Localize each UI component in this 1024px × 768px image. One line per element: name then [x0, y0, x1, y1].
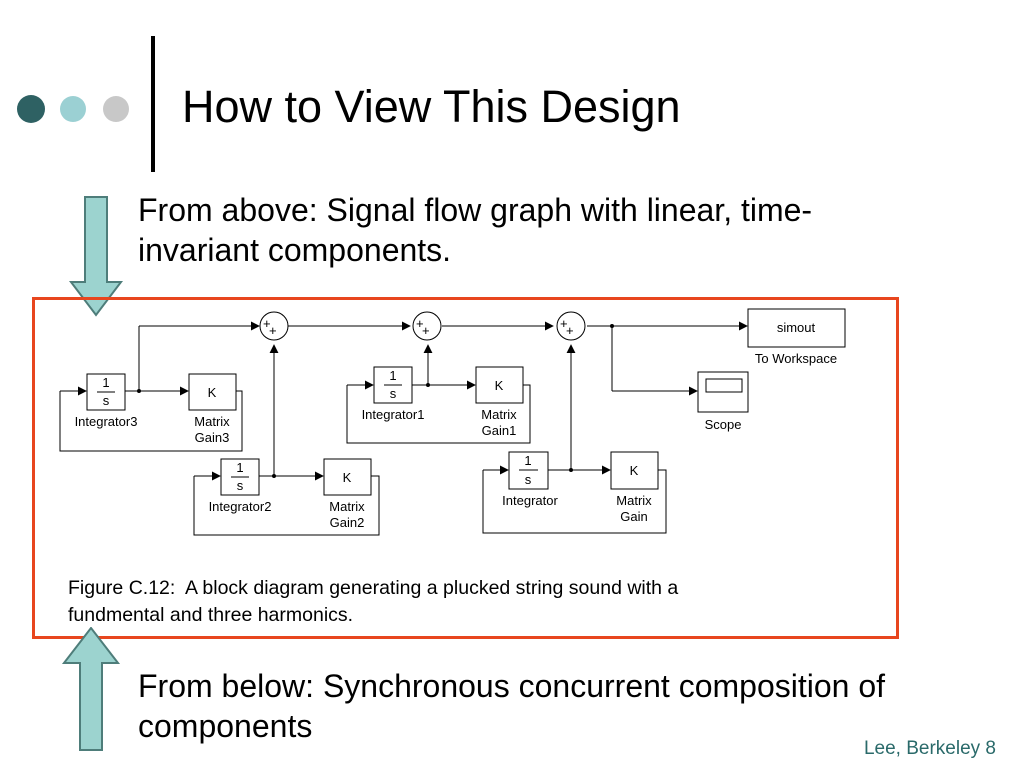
integrator3-den: s — [103, 393, 110, 408]
gain-symbol: K — [630, 463, 639, 478]
slide-footer: Lee, Berkeley 8 — [863, 738, 996, 759]
sum-sign: + — [566, 323, 574, 338]
scope-screen — [705, 378, 743, 393]
sum-junction-3 — [556, 311, 586, 341]
simout-label: To Workspace — [755, 351, 837, 366]
gain2-symbol: K — [343, 470, 352, 485]
gain3-label1: Matrix — [194, 414, 230, 429]
gain1-label1: Matrix — [481, 407, 517, 422]
gain1-block — [475, 366, 524, 404]
sum-sign: + — [263, 316, 271, 331]
scope-label: Scope — [705, 417, 742, 432]
integrator1-block — [373, 366, 413, 404]
integrator2-num: 1 — [236, 460, 243, 475]
caption-line-1: Figure C.12: A block diagram generating … — [68, 577, 679, 599]
simout-block — [747, 308, 846, 348]
sum-sign: + — [269, 323, 277, 338]
integrator-den: s — [525, 472, 532, 487]
slide-title: How to View This Design — [182, 81, 681, 132]
gain3-label2: Gain3 — [195, 430, 230, 445]
simout-name: simout — [777, 320, 816, 335]
gain2-block — [323, 458, 372, 496]
integrator2-label: Integrator2 — [209, 499, 272, 514]
integrator1-label: Integrator1 — [362, 407, 425, 422]
integrator2-block — [220, 458, 260, 496]
sum-sign: + — [560, 316, 568, 331]
text-from-above: From above: Signal flow graph with linea… — [138, 192, 813, 268]
gain-label1: Matrix — [616, 493, 652, 508]
title-divider — [151, 36, 155, 172]
sum-sign: + — [422, 323, 430, 338]
bullet-dot-light — [103, 96, 129, 122]
integrator-block — [508, 451, 549, 490]
scope-block — [697, 371, 749, 413]
text-from-below: From below: Synchronous concurrent compo… — [138, 668, 886, 744]
sum-junction-2 — [412, 311, 442, 341]
sum-junction-1 — [259, 311, 289, 341]
gain1-label2: Gain1 — [482, 423, 517, 438]
caption-line-2: fundmental and three harmonics. — [68, 604, 354, 626]
integrator3-label: Integrator3 — [75, 414, 138, 429]
integrator1-num: 1 — [389, 368, 396, 383]
integrator-label: Integrator — [502, 493, 558, 508]
figure-frame — [32, 297, 899, 639]
gain-label2: Gain — [620, 509, 647, 524]
figure-caption: Figure C.12: A block diagram generating … — [68, 575, 838, 629]
integrator3-num: 1 — [102, 375, 109, 390]
integrator-num: 1 — [524, 453, 531, 468]
bullet-dot-dark — [17, 95, 45, 123]
integrator3-block — [86, 373, 126, 411]
gain-block — [610, 451, 659, 490]
up-arrow-icon — [61, 627, 121, 751]
gain3-block — [188, 373, 237, 411]
integrator1-den: s — [390, 386, 397, 401]
gain3-symbol: K — [208, 385, 217, 400]
integrator2-den: s — [237, 478, 244, 493]
gain1-symbol: K — [495, 378, 504, 393]
sum-sign: + — [416, 316, 424, 331]
bullet-dot-mid — [60, 96, 86, 122]
block-diagram: + + + + + + 1 s K 1 s K 1 s K 1 s K simo… — [59, 308, 846, 536]
gain2-label2: Gain2 — [330, 515, 365, 530]
gain2-label1: Matrix — [329, 499, 365, 514]
